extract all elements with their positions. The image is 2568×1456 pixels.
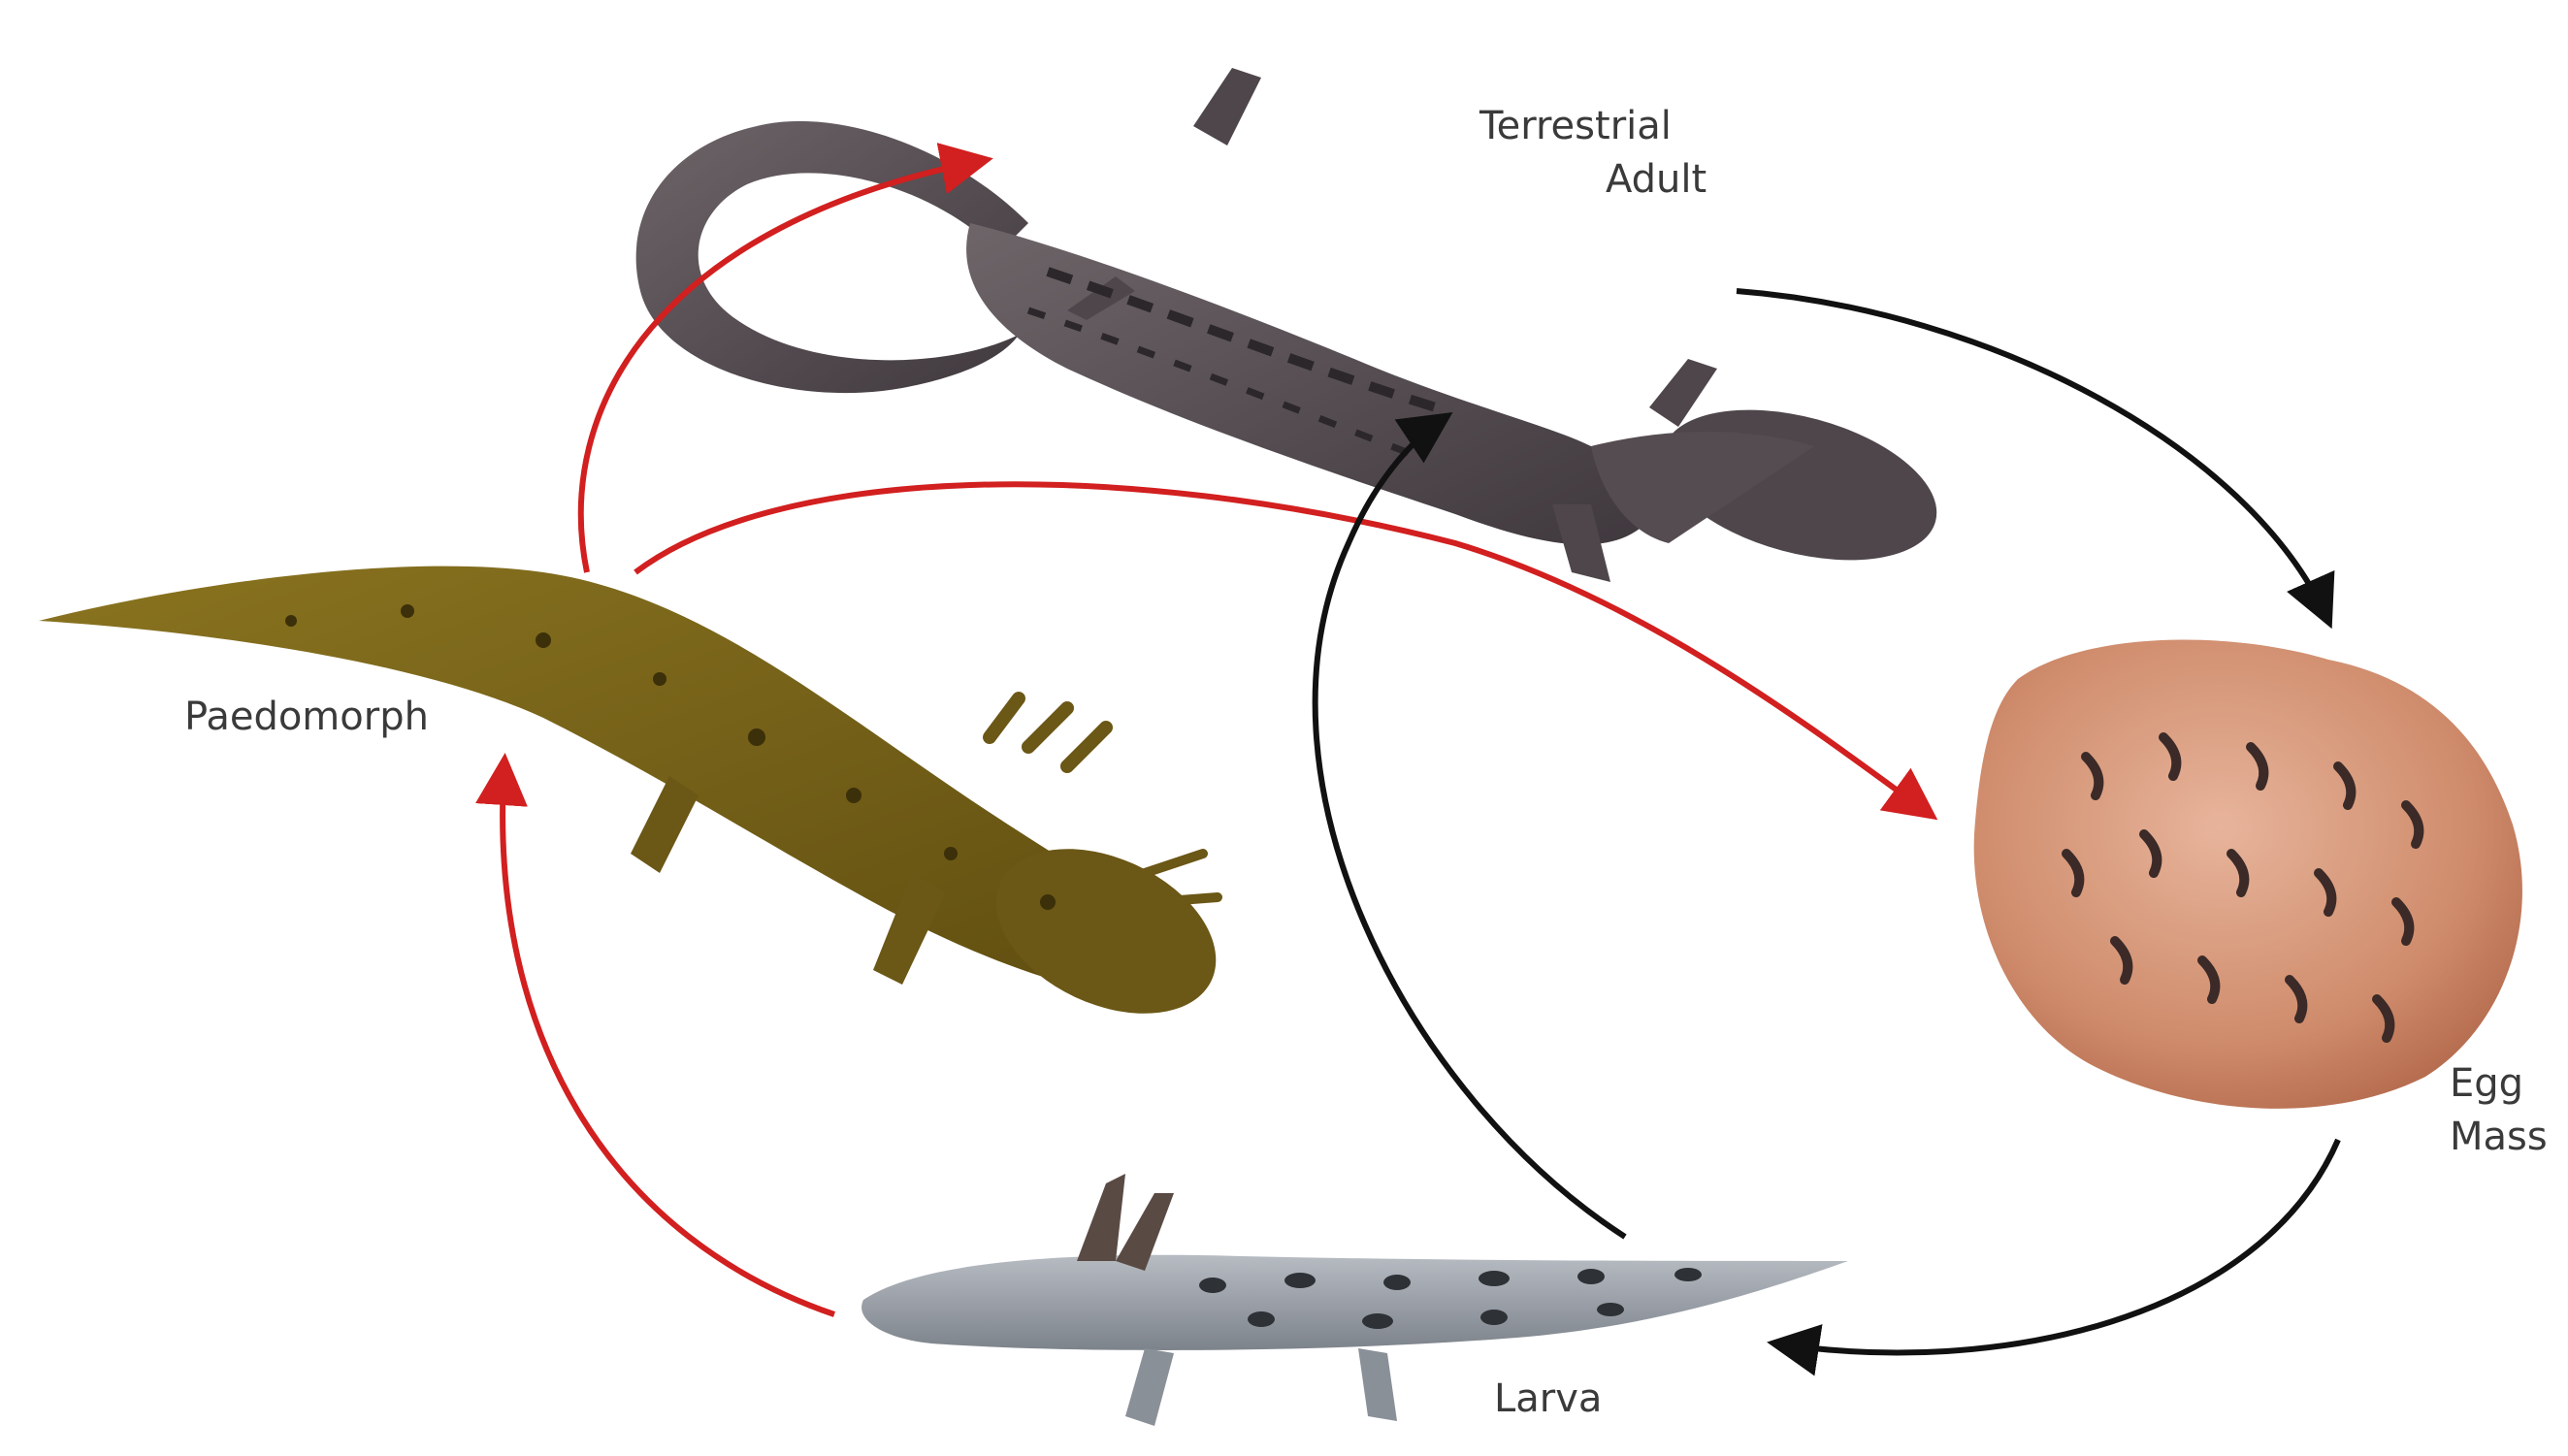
paedomorph-illustration: [39, 566, 1242, 1047]
paedomorph-label: Paedomorph: [184, 695, 429, 739]
larva-label: Larva: [1494, 1376, 1602, 1421]
egg-mass-illustration: [1974, 640, 2522, 1109]
arrow-egg-mass-to-larva: [1775, 1140, 2338, 1352]
terrestrial-adult-label-line2: Adult: [1606, 157, 1707, 202]
egg-mass-label-line2: Mass: [2450, 1115, 2548, 1159]
egg-mass-label-line1: Egg: [2450, 1061, 2523, 1106]
larva-illustration: [861, 1174, 1848, 1426]
terrestrial-adult-label-line1: Terrestrial: [1479, 104, 1672, 148]
